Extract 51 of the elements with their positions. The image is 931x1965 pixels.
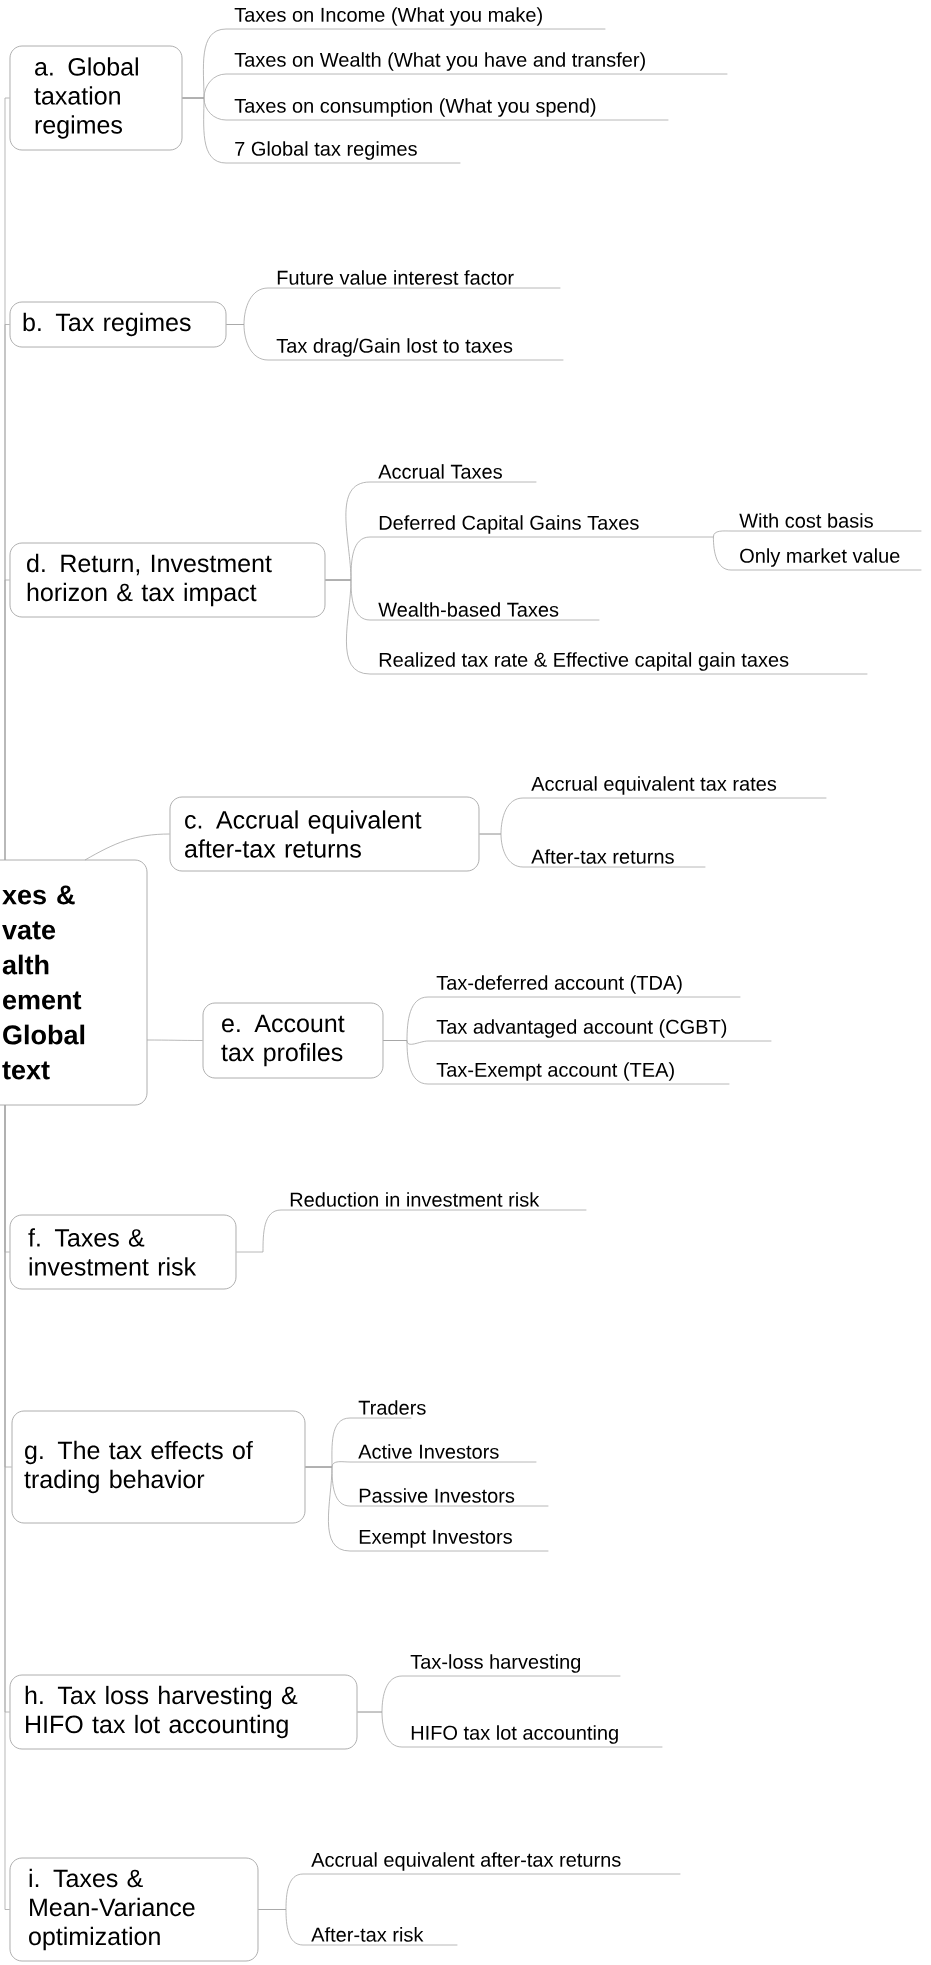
topic-box: b. Tax regimes	[9, 301, 227, 348]
branch-label: Tax advantaged account (CGBT)	[427, 1019, 772, 1042]
connector	[258, 1909, 304, 1946]
branch-label: After-tax risk	[302, 1927, 458, 1946]
topic-box: c. Accrual equivalent after-tax returns	[169, 796, 480, 872]
topic-box: d. Return, Investment horizon & tax impact	[9, 542, 326, 618]
branch-label: Realized tax rate & Effective capital gain taxes	[369, 652, 868, 675]
branch-label: Accrual Taxes	[369, 464, 537, 483]
branch-label: HIFO tax lot accounting	[401, 1725, 663, 1748]
branch-label: Taxes on consumption (What you spend)	[225, 98, 669, 121]
branch-label: Tax drag/Gain lost to taxes	[267, 338, 564, 361]
branch-label: Taxes on Income (What you make)	[225, 7, 606, 30]
connector	[325, 579, 371, 675]
branch-label: Reduction in investment risk	[280, 1192, 587, 1211]
branch-label: Exempt Investors	[349, 1529, 549, 1552]
branch-label: Traders	[349, 1400, 426, 1419]
branch-label: Passive Investors	[349, 1488, 549, 1507]
branch-label: Wealth-based Taxes	[369, 602, 600, 621]
branch-label: With cost basis	[730, 513, 922, 532]
branch-label: Active Investors	[349, 1444, 537, 1463]
topic-box: e. Account tax profiles	[202, 1002, 384, 1079]
branch-label: Only market value	[730, 548, 922, 571]
connector	[713, 536, 732, 571]
branch-label: After-tax returns	[522, 849, 706, 868]
connector	[305, 1466, 351, 1552]
connector	[236, 1209, 282, 1253]
connector	[4, 1104, 10, 1910]
branch-label: Deferred Capital Gains Taxes	[369, 515, 714, 538]
connector	[713, 530, 732, 538]
branch-label: Accrual equivalent tax rates	[522, 776, 827, 799]
connector	[182, 97, 227, 164]
branch-label: Taxes on Wealth (What you have and transfer)	[225, 52, 728, 75]
branch-label: Accrual equivalent after-tax returns	[302, 1852, 681, 1875]
connector	[146, 1039, 203, 1041]
connector	[4, 579, 10, 861]
topic-box: a. Global taxation regimes	[9, 45, 183, 151]
topic-box: h. Tax loss harvesting & HIFO tax lot accounting	[9, 1674, 358, 1750]
connector	[479, 833, 524, 868]
connector	[226, 324, 269, 361]
connector	[84, 833, 170, 861]
branch-label: Future value interest factor	[267, 270, 561, 289]
connector	[357, 1711, 403, 1748]
branch-label: Tax-loss harvesting	[401, 1654, 621, 1677]
branch-label: Tax-deferred account (TDA)	[427, 975, 741, 998]
topic-box: g. The tax effects of trading behavior	[11, 1410, 306, 1524]
topic-box: i. Taxes & Mean-Variance optimization	[9, 1857, 259, 1962]
root-box: xes & vate alth ement Global text	[0, 859, 148, 1106]
connector	[383, 1040, 429, 1085]
branch-label: 7 Global tax regimes	[225, 141, 461, 164]
branch-label: Tax-Exempt account (TEA)	[427, 1062, 730, 1085]
topic-box: f. Taxes & investment risk	[9, 1214, 237, 1290]
